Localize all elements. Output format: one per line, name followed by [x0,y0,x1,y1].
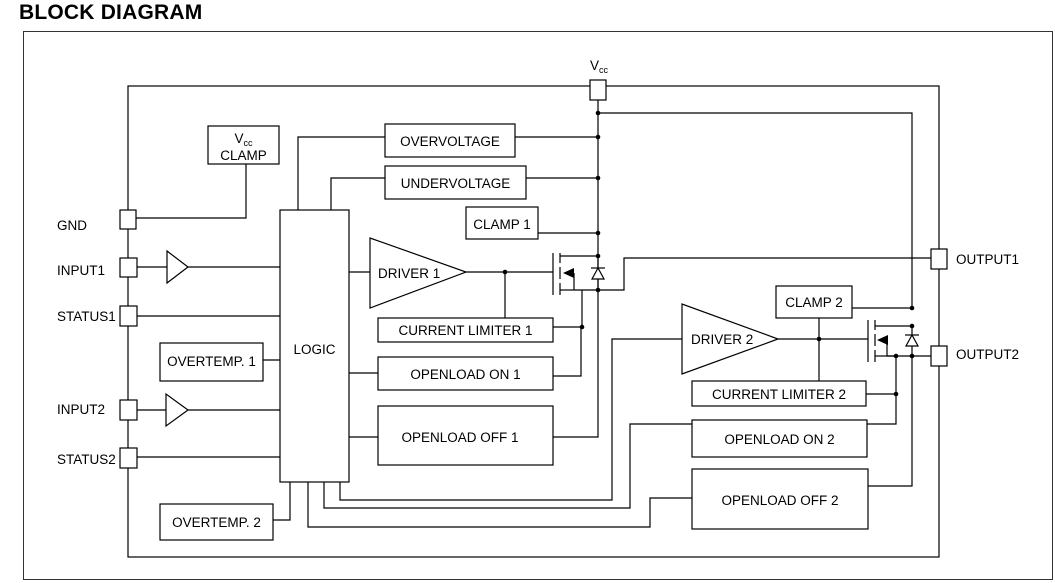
overtemp-2-label: OVERTEMP. 2 [172,515,261,530]
input1-pin [119,257,138,278]
openload-off-2-label: OPENLOAD OFF 2 [721,493,838,508]
driver-2-label: DRIVER 2 [691,332,753,347]
output1-pin [930,248,948,270]
vcc-clamp-label-line2: CLAMP [220,148,267,163]
driver-2 [681,303,780,375]
openload-off-1-block [377,405,554,466]
current-limiter-2-label: CURRENT LIMITER 2 [712,387,846,402]
clamp-2-block [775,285,853,319]
gnd-pin-label: GND [57,218,87,233]
overvoltage-block [384,123,516,158]
openload-off-2-block [691,468,869,530]
output2-pin-label: OUTPUT2 [956,347,1019,362]
status1-pin-label: STATUS1 [57,309,116,324]
clamp-1-label: CLAMP 1 [473,217,531,232]
input1-pin-label: INPUT1 [57,263,105,278]
status2-pin-label: STATUS2 [57,452,116,467]
undervoltage-label: UNDERVOLTAGE [401,176,511,191]
overtemp-2-block [159,503,274,541]
wires [136,100,931,528]
outer-frame [23,31,1053,580]
diagram-title: BLOCK DIAGRAM [19,1,203,24]
openload-on-2-block [691,419,868,458]
clamp-1-block [465,206,539,240]
vcc-clamp-label: Vcc [234,131,253,148]
vcc-pin [589,79,607,101]
output2-pin [930,345,948,367]
junctions [502,110,915,397]
logic-label: LOGIC [293,342,335,357]
clamp-2-label: CLAMP 2 [785,295,843,310]
status1-pin [119,305,138,327]
input2-pin [119,399,138,421]
input2-buffer-icon [165,392,190,428]
openload-on-1-label: OPENLOAD ON 1 [410,367,520,382]
overtemp-1-block [159,342,264,382]
current-limiter-1-block [377,317,554,343]
openload-on-2-label: OPENLOAD ON 2 [724,432,834,447]
vcc-clamp-block [207,125,280,165]
driver-1-label: DRIVER 1 [378,266,440,281]
mosfet-2-symbol [867,320,920,362]
openload-on-1-block [377,356,554,391]
current-limiter-1-label: CURRENT LIMITER 1 [398,323,532,338]
status2-pin [119,447,138,469]
gnd-pin [119,209,137,230]
overtemp-1-label: OVERTEMP. 1 [167,354,256,369]
input1-buffer-icon [166,249,189,285]
overvoltage-label: OVERVOLTAGE [400,134,500,149]
logic-block [279,209,350,483]
output1-pin-label: OUTPUT1 [956,252,1019,267]
input2-pin-label: INPUT2 [57,402,105,417]
vcc-pin-label: Vcc [590,58,609,75]
driver-1 [369,237,468,309]
openload-off-1-label: OPENLOAD OFF 1 [401,430,518,445]
undervoltage-block [384,165,527,200]
mosfet-1-symbol [552,253,606,295]
current-limiter-2-block [691,380,867,407]
